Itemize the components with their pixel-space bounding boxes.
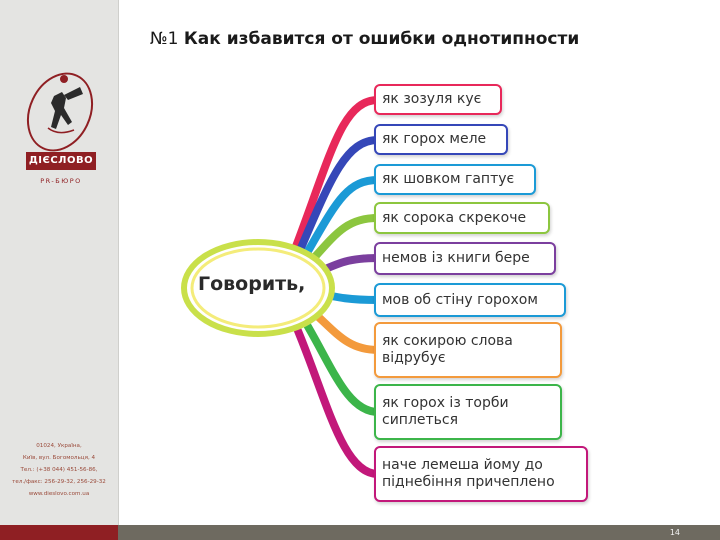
slide-title-text: Как избавится от ошибки однотипности	[183, 29, 580, 49]
contact-line: Тел.: (+38 044) 451-56-86,	[20, 467, 98, 473]
contact-line: www.dieslovo.com.ua	[28, 491, 90, 497]
slide-title: №1 Как избавится от ошибки однотипности	[150, 29, 579, 49]
sidebar-divider	[118, 0, 119, 525]
footer-bar	[0, 525, 720, 540]
mindmap-item-soroka: як сорока скрекоче	[374, 202, 550, 234]
mindmap-center-label: Говорить,	[198, 273, 306, 295]
slide-title-number: №1	[150, 29, 179, 49]
mindmap-branch	[294, 306, 382, 416]
contact-line: Київ, вул. Богомольця, 4	[22, 455, 96, 461]
footer-accent	[0, 525, 118, 540]
mindmap-branch	[291, 136, 382, 266]
contact-line: 01024, Україна,	[36, 443, 82, 449]
mindmap-item-zozulya: як зозуля кує	[374, 84, 502, 115]
logo-wordmark: ДІЄСЛОВО	[26, 152, 96, 170]
mindmap-item-lemesha: наче лемеша йому до піднебіння причеплен…	[374, 446, 588, 502]
sidebar-panel	[0, 0, 118, 540]
mindmap-item-knyhy: немов із книги бере	[374, 242, 556, 275]
mindmap-branch	[296, 176, 382, 269]
logo-icon	[26, 72, 94, 152]
mindmap-item-horokh-mele: як горох меле	[374, 124, 508, 155]
page-number: 14	[669, 528, 680, 537]
mindmap-branch	[286, 308, 382, 478]
mindmap-item-stinu: мов об стіну горохом	[374, 283, 566, 317]
contact-line: тел./факс: 256-29-32, 256-29-32	[12, 479, 106, 485]
mindmap-item-torby: як горох із торби сиплеться	[374, 384, 562, 440]
mindmap-item-sokyroyu: як сокирою слова відрубує	[374, 322, 562, 378]
contact-info: 01024, Україна, Київ, вул. Богомольця, 4…	[4, 440, 114, 500]
mindmap-graphic	[181, 96, 382, 478]
mindmap-center-ring-inner	[190, 247, 326, 329]
logo-subtitle: PR-БЮРО	[40, 177, 82, 185]
mindmap-item-shovkom: як шовком гаптує	[374, 164, 536, 195]
mindmap-branch	[286, 96, 382, 266]
